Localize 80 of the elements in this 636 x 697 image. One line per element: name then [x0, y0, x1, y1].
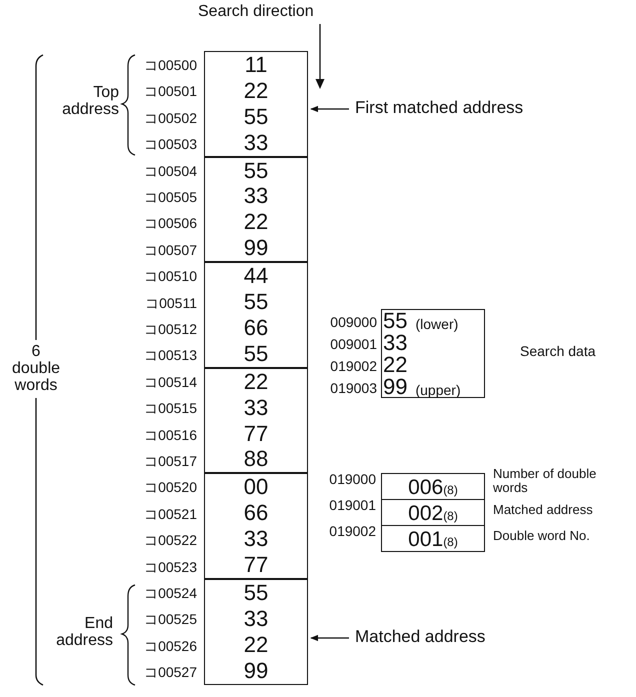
- arrow: [310, 634, 349, 642]
- address-label: コ00526: [143, 638, 197, 653]
- callout-text: Matched address: [355, 628, 486, 646]
- address-label: コ00513: [143, 348, 197, 362]
- address-label: コ00525: [143, 612, 197, 626]
- data-value: 44: [242, 263, 270, 290]
- address-label: 019002: [329, 359, 377, 373]
- data-value: 55: [242, 580, 270, 606]
- data-value: 55: [242, 158, 270, 184]
- address-label: コ00527: [143, 665, 197, 680]
- memory-block: [204, 156, 308, 262]
- data-value: 55: [242, 289, 270, 315]
- data-value: 22: [242, 209, 270, 236]
- data-value: 88: [242, 446, 270, 472]
- cell-description: Double word No.: [493, 529, 591, 543]
- memory-block: [204, 51, 308, 157]
- data-value: 22: [383, 354, 408, 376]
- address-label: コ00510: [143, 269, 197, 284]
- data-value: 66: [242, 315, 270, 341]
- data-value: 99: [383, 376, 408, 398]
- data-value: 55: [383, 310, 408, 332]
- box-caption: Search data: [520, 344, 596, 359]
- direction-label: Search direction: [198, 4, 314, 21]
- address-label: コ00507: [143, 242, 197, 257]
- arrow: [310, 106, 349, 112]
- address-label: 019002: [328, 524, 376, 538]
- address-label: コ00505: [143, 190, 197, 204]
- data-value: 66: [242, 500, 270, 526]
- data-value: 33: [242, 606, 270, 632]
- address-label: 019001: [328, 498, 376, 512]
- word-position-note: (upper): [415, 383, 461, 397]
- memory-block: [204, 579, 308, 685]
- data-value: 22: [242, 632, 270, 658]
- data-value: 77: [242, 420, 270, 447]
- address-label: コ00504: [143, 164, 197, 178]
- memory-block: [204, 262, 308, 368]
- address-label: コ00514: [143, 374, 197, 389]
- address-label: 019000: [328, 472, 376, 486]
- data-value: 33: [383, 332, 408, 354]
- range-label: End address: [55, 616, 113, 650]
- data-value: 99: [242, 658, 270, 684]
- data-value: 33: [242, 526, 270, 552]
- range-label: 6 double words: [10, 344, 62, 394]
- address-label: 009001: [329, 337, 377, 351]
- address-label: コ00522: [143, 533, 197, 548]
- data-value: 33: [242, 394, 270, 421]
- word-position-note: (lower): [415, 317, 458, 331]
- address-label: コ00515: [143, 401, 197, 416]
- address-label: コ00517: [143, 454, 197, 468]
- data-value: 00: [242, 474, 270, 500]
- address-label: コ00523: [143, 560, 197, 574]
- address-label: コ00520: [143, 480, 197, 494]
- cell-description: Matched address: [493, 503, 594, 517]
- callout-text: First matched address: [355, 99, 524, 117]
- data-value: 33: [242, 184, 270, 210]
- data-value: 11: [244, 52, 268, 78]
- address-label: 019003: [329, 381, 377, 395]
- cell-description: Number of double words: [493, 467, 598, 494]
- address-label: コ00502: [143, 110, 197, 125]
- address-label: コ00501: [143, 84, 197, 98]
- address-label: コ00511: [144, 296, 197, 310]
- data-value: 77: [242, 552, 270, 578]
- address-label: コ00512: [143, 322, 197, 336]
- address-label: 009000: [329, 315, 377, 329]
- address-label: コ00521: [143, 506, 197, 521]
- memory-block: [204, 473, 308, 579]
- range-label: Top address: [61, 85, 119, 119]
- memory-block: [204, 368, 308, 474]
- data-value: 33: [242, 130, 270, 156]
- data-value: 22: [242, 78, 270, 104]
- data-value: 99: [242, 235, 270, 262]
- data-value: 55: [242, 340, 270, 367]
- data-value: 22: [242, 368, 270, 395]
- address-label: コ00516: [143, 428, 197, 442]
- data-value: 55: [242, 104, 270, 130]
- address-label: コ00524: [143, 586, 197, 600]
- address-label: コ00500: [143, 58, 197, 72]
- search-data-box: [381, 309, 485, 398]
- address-label: コ00506: [143, 216, 197, 230]
- address-label: コ00503: [143, 137, 197, 152]
